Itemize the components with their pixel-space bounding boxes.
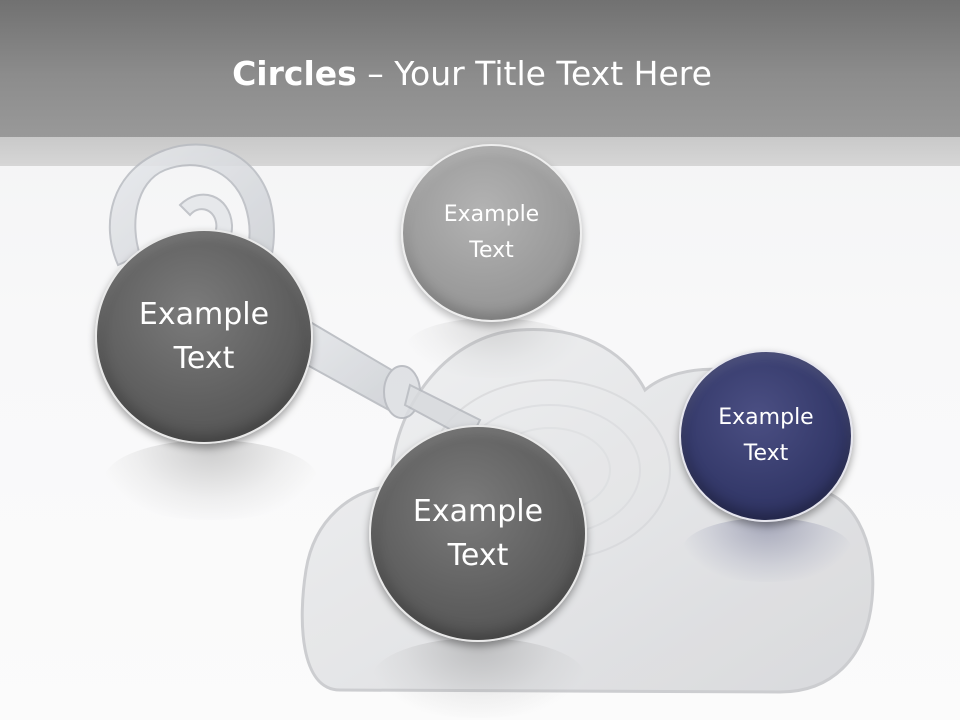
circle-small-right[interactable]: Example Text	[679, 350, 853, 522]
title-text: – Your Title Text Here	[356, 54, 712, 93]
circle-small-top[interactable]: Example Text	[401, 144, 582, 322]
circle-label-line2: Text	[447, 537, 509, 573]
title-bold-part: Circles	[232, 54, 357, 93]
circle-label-line1: Example	[412, 493, 544, 529]
circle-label-line1: Example	[443, 202, 540, 227]
circle-label-line1: Example	[138, 296, 270, 332]
circle-label-line2: Text	[173, 340, 235, 376]
slide-title: Circles – Your Title Text Here	[0, 52, 944, 96]
circle-large-bottom[interactable]: Example Text	[369, 425, 587, 642]
circle-large-left[interactable]: Example Text	[95, 229, 313, 444]
title-bar	[0, 0, 960, 137]
circle-label-line1: Example	[718, 405, 814, 430]
circle-label-line2: Text	[469, 238, 514, 263]
circle-label-line2: Text	[743, 441, 789, 466]
